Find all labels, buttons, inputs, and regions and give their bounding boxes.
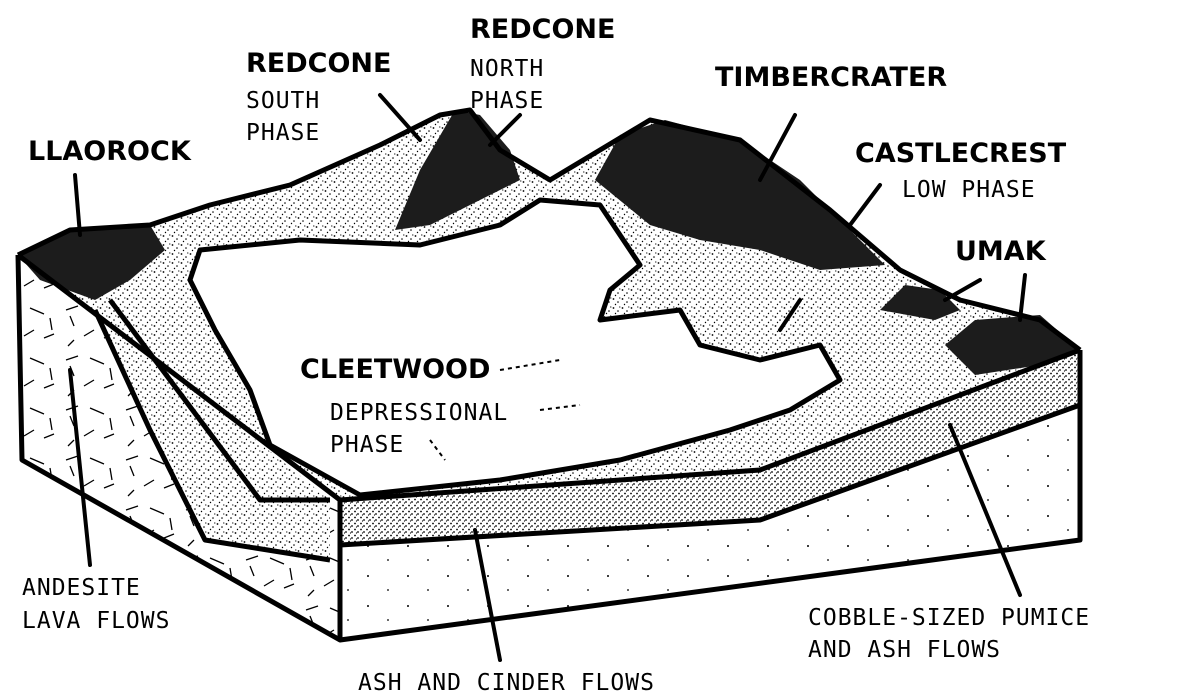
label-redcone-south-title: REDCONE — [246, 48, 391, 79]
label-cleetwood-title: CLEETWOOD — [300, 354, 490, 385]
label-redcone-south-sub1: SOUTH — [246, 88, 320, 114]
label-cleetwood-sub2: PHASE — [330, 432, 404, 458]
leader-redcone-north — [490, 115, 520, 145]
label-redcone-south-sub2: PHASE — [246, 120, 320, 146]
label-castlecrest-sub: LOW PHASE — [902, 177, 1036, 203]
label-ash-cinder: ASH AND CINDER FLOWS — [358, 670, 655, 696]
label-redcone-north-sub2: PHASE — [470, 88, 544, 114]
label-castlecrest-title: CASTLECREST — [855, 138, 1067, 169]
label-umak: UMAK — [955, 236, 1047, 267]
label-andesite-2: LAVA FLOWS — [22, 608, 170, 634]
leader-umak-2 — [1020, 275, 1025, 320]
label-timbercrater: TIMBERCRATER — [715, 62, 947, 93]
label-cleetwood-sub1: DEPRESSIONAL — [330, 400, 508, 426]
label-cobble-2: AND ASH FLOWS — [808, 637, 1001, 663]
leader-llaorock — [75, 175, 80, 235]
label-andesite-1: ANDESITE — [22, 575, 141, 601]
label-llaorock: LLAOROCK — [28, 136, 192, 167]
label-redcone-north-title: REDCONE — [470, 14, 615, 45]
label-cobble-1: COBBLE-SIZED PUMICE — [808, 605, 1090, 631]
leader-castlecrest — [850, 185, 880, 225]
label-redcone-north-sub1: NORTH — [470, 56, 544, 82]
leader-umak — [945, 280, 980, 300]
